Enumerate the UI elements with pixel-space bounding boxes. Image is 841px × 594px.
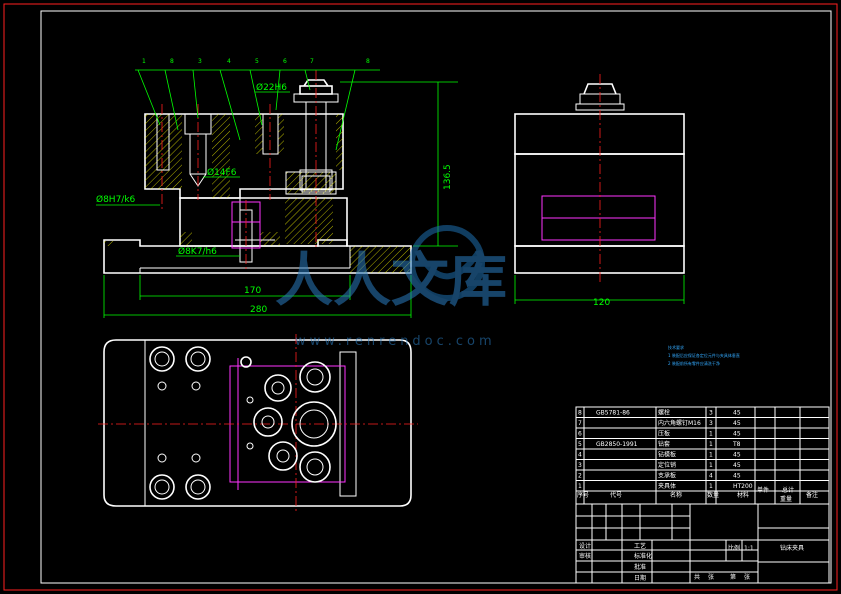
bom-cell-material: 45 (733, 420, 741, 427)
bom-cell-material: T8 (732, 441, 741, 448)
fit-top-label: Ø22H6 (256, 82, 287, 93)
bom-cell-code: GB2850-1991 (596, 441, 638, 448)
tech-note-2: 2 装配前所有零件应清洗干净 (668, 360, 720, 366)
overall-length-dimension: 280 (250, 305, 267, 315)
bom-table: 8 GB5781-86 螺栓 3 45 7 内六角螺钉M16 3 45 6 压板 1 45 5 GB2850… (575, 406, 830, 505)
bom-cell-no: 2 (578, 473, 582, 480)
bom-header-name: 名称 (670, 491, 682, 499)
tech-notes: 技术要求 1 装配后应保证各定位元件与夹具体垂直 2 装配前所有零件应清洗干净 (668, 344, 740, 366)
watermark-url: www.renrendoc.com (295, 334, 496, 349)
bom-cell-qty: 4 (709, 473, 713, 480)
title-block: 钻床夹具 设计 审核 工艺 标准化 批准 日期 比例 1:1 共 张 第 张 (575, 503, 830, 584)
bom-cell-material: 45 (733, 462, 741, 469)
watermark: 人人文库 www.renrendoc.com (275, 225, 507, 349)
title-label-standard: 标准化 (634, 552, 652, 560)
bom-cell-no: 6 (578, 431, 582, 438)
side-width-dimension: 120 (593, 298, 610, 308)
bom-cell-name: 钻套 (658, 440, 670, 448)
front-view (96, 69, 458, 318)
tech-notes-title: 技术要求 (668, 344, 684, 350)
bom-header-code: 代号 (610, 491, 622, 499)
fit-mid-label: Ø14F6 (207, 167, 237, 178)
bom-header-w2: 总计 (782, 486, 794, 494)
bom-header-weight: 重量 (780, 495, 792, 503)
bom-cell-material: 45 (733, 452, 741, 459)
bom-cell-no: 5 (578, 441, 582, 448)
title-label-checker: 审核 (579, 552, 591, 560)
bom-cell-code: GB5781-86 (596, 410, 630, 417)
bom-header-mat: 材料 (737, 491, 749, 499)
sheet-index-unit: 张 (744, 573, 750, 581)
bom-cell-name: 内六角螺钉M16 (658, 419, 701, 427)
balloon-5: 5 (255, 58, 259, 65)
bom-cell-name: 螺栓 (658, 409, 670, 417)
bom-cell-no: 3 (578, 462, 582, 469)
tech-note-1: 1 装配后应保证各定位元件与夹具体垂直 (668, 352, 740, 358)
bom-header-w1: 单件 (757, 486, 769, 494)
sheet-inner-border (40, 10, 832, 584)
dimension-labels: Ø22H6 Ø14F6 Ø8H7/k6 Ø8K7/h6 136.5 170 28… (96, 82, 610, 315)
bom-cell-qty: 1 (709, 441, 713, 448)
balloon-2: 8 (170, 58, 174, 65)
fit-left-label: Ø8H7/k6 (96, 194, 136, 205)
title-label-process: 工艺 (634, 542, 646, 550)
balloon-4: 4 (227, 58, 231, 65)
sheet-total-label: 共 (694, 573, 700, 581)
bom-cell-qty: 1 (709, 483, 713, 490)
bom-cell-no: 1 (578, 483, 582, 490)
bom-cell-qty: 3 (709, 410, 713, 417)
bom-cell-qty: 1 (709, 431, 713, 438)
bom-cell-no: 4 (578, 452, 582, 459)
title-label-designer: 设计 (579, 542, 591, 550)
balloon-6: 6 (283, 58, 287, 65)
bom-cell-name: 支承板 (658, 472, 676, 480)
top-view (98, 334, 418, 512)
scale-label: 比例 (728, 544, 740, 552)
watermark-text: 人人文库 (275, 246, 507, 314)
bom-header: 序号 代号 名称 数量 材料 单件 总计 重量 备注 (577, 486, 818, 503)
sheet-total-unit: 张 (708, 573, 714, 581)
scale-value: 1:1 (744, 545, 754, 552)
sheet-outer-border (3, 3, 838, 591)
bom-header-qty: 数量 (707, 491, 719, 499)
inner-length-dimension: 170 (244, 286, 261, 296)
fit-bottom-label: Ø8K7/h6 (178, 246, 217, 257)
bom-cell-name: 压板 (658, 430, 670, 438)
bom-cell-qty: 1 (709, 462, 713, 469)
bom-cell-material: HT200 (733, 483, 753, 490)
bom-cell-qty: 1 (709, 452, 713, 459)
drawing-title: 钻床夹具 (780, 544, 804, 552)
bom-header-no: 序号 (577, 491, 589, 499)
title-label-approve: 批准 (634, 563, 646, 571)
height-dimension: 136.5 (443, 164, 453, 190)
part-balloons: 1 8 3 4 5 6 7 8 (142, 58, 370, 65)
sheet-index-label: 第 (730, 573, 736, 581)
bom-cell-name: 定位销 (658, 461, 676, 469)
bom-header-note: 备注 (806, 491, 818, 499)
bom-cell-name: 夹具体 (658, 482, 676, 490)
bom-cell-name: 钻模板 (658, 451, 676, 459)
balloon-8: 8 (366, 58, 370, 65)
bom-cell-qty: 3 (709, 420, 713, 427)
balloon-3: 3 (198, 58, 202, 65)
balloon-7: 7 (310, 58, 314, 65)
balloon-1: 1 (142, 58, 146, 65)
side-view (514, 74, 685, 304)
bom-cell-material: 45 (733, 410, 741, 417)
bom-cell-material: 45 (733, 473, 741, 480)
bom-cell-no: 7 (578, 420, 582, 427)
title-label-date: 日期 (634, 574, 646, 582)
bom-cell-material: 45 (733, 431, 741, 438)
bom-cell-no: 8 (578, 410, 582, 417)
